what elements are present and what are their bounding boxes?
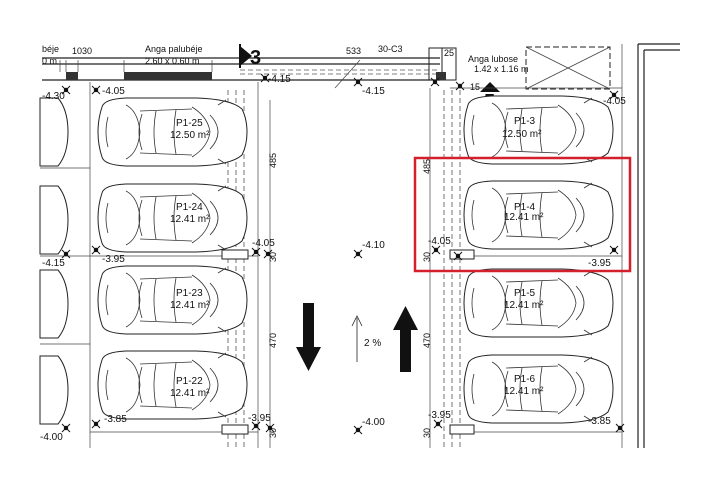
dim-30-left-a: 30: [268, 252, 278, 262]
spot-area: 12.41 m²: [170, 214, 210, 225]
spot-area: 12.41 m²: [504, 212, 544, 223]
level-415-b: -4.15: [362, 86, 385, 97]
spot-id: P1-25: [176, 118, 203, 129]
spot-area: 12.41 m²: [504, 386, 544, 397]
arrow-down-icon: [296, 303, 321, 371]
level-385-b: -3.85: [588, 416, 611, 427]
grid-30-c3: 30-C3: [378, 44, 403, 54]
parking-spot-p1-24[interactable]: P1-24 12.41 m²: [97, 183, 248, 253]
dim-470-left: 470: [268, 333, 278, 348]
exterior-wall-right: [450, 43, 680, 448]
spot-area: 12.50 m²: [170, 130, 210, 141]
parking-spot-p1-3[interactable]: P1-3 12.50 m²: [463, 95, 614, 165]
level-400-a: -4.00: [40, 432, 63, 443]
level-385-a: -3.85: [104, 414, 127, 425]
spot-area: 12.50 m²: [502, 129, 542, 140]
dim-25: 25: [444, 48, 454, 58]
partial-cars-left: [39, 97, 69, 425]
spot-id: P1-22: [176, 376, 203, 387]
dim-470-right: 470: [422, 333, 432, 348]
parking-spot-p1-22[interactable]: P1-22 12.41 m²: [97, 350, 248, 420]
dim-485-left: 485: [268, 153, 278, 168]
dim-15: 15: [470, 82, 480, 92]
spot-id: P1-6: [514, 374, 536, 385]
spot-id: P1-5: [514, 288, 536, 299]
dim-485-right: 485: [422, 159, 432, 174]
level-415-a: -4.15: [268, 74, 291, 85]
hatch-block-small: [66, 72, 78, 80]
parking-spot-p1-5[interactable]: P1-5 12.41 m²: [463, 268, 614, 338]
level-410: -4.10: [362, 240, 385, 251]
parking-spot-p1-25[interactable]: P1-25 12.50 m²: [97, 97, 248, 167]
spot-id: P1-4: [514, 202, 536, 213]
dim-1030: 1030: [72, 46, 92, 56]
spot-id: P1-24: [176, 202, 203, 213]
spot-area: 12.41 m²: [170, 300, 210, 311]
parking-spot-p1-6[interactable]: P1-6 12.41 m²: [463, 354, 614, 424]
level-395-d: -3.95: [428, 410, 451, 421]
dim-30-right-a: 30: [422, 252, 432, 262]
spot-area: 12.41 m²: [504, 300, 544, 311]
right-bay-lines: [429, 88, 622, 448]
anga-size-cut: 0 m: [42, 56, 57, 66]
hatch-block-anga-palubeje: [124, 72, 212, 80]
dim-30-left-b: 30: [268, 428, 278, 438]
slope-arrow-icon: [351, 315, 363, 362]
level-405-b: -4.05: [603, 96, 626, 107]
parking-spot-p1-23[interactable]: P1-23 12.41 m²: [97, 265, 248, 335]
level-405-d: -4.05: [428, 236, 451, 247]
level-405-c: -4.05: [252, 238, 275, 249]
anga-label-cut: béje: [42, 44, 59, 54]
parking-spot-p1-4[interactable]: P1-4 12.41 m²: [463, 180, 614, 250]
anga-palubeje-size: 2.60 x 0.60 m: [145, 56, 200, 66]
anga-lubose-opening: [525, 46, 611, 90]
arrow-up-icon: [393, 306, 418, 372]
spot-area: 12.41 m²: [170, 388, 210, 399]
top-wall-band: [42, 57, 440, 89]
slope-label: 2 %: [364, 338, 381, 349]
highlight-spot-p1-4: [413, 156, 632, 273]
level-400-b: -4.00: [362, 417, 385, 428]
spot-id: P1-3: [514, 116, 536, 127]
section-3-label: 3: [250, 47, 261, 69]
section-marker-3: 3: [239, 44, 261, 69]
spot-id: P1-23: [176, 288, 203, 299]
level-430: -4.30: [42, 91, 65, 102]
anga-lubose-size: 1.42 x 1.16 m: [474, 64, 529, 74]
anga-palubeje-label: Anga palubéje: [145, 44, 203, 54]
anga-lubose-label: Anga lubose: [468, 54, 518, 64]
level-395-c: -3.95: [248, 413, 271, 424]
level-415-c: -4.15: [42, 258, 65, 269]
dim-533: 533: [346, 46, 361, 56]
level-405-a: -4.05: [102, 86, 125, 97]
level-395-a: -3.95: [102, 254, 125, 265]
dim-30-right-b: 30: [422, 428, 432, 438]
level-395-b: -3.95: [588, 258, 611, 269]
